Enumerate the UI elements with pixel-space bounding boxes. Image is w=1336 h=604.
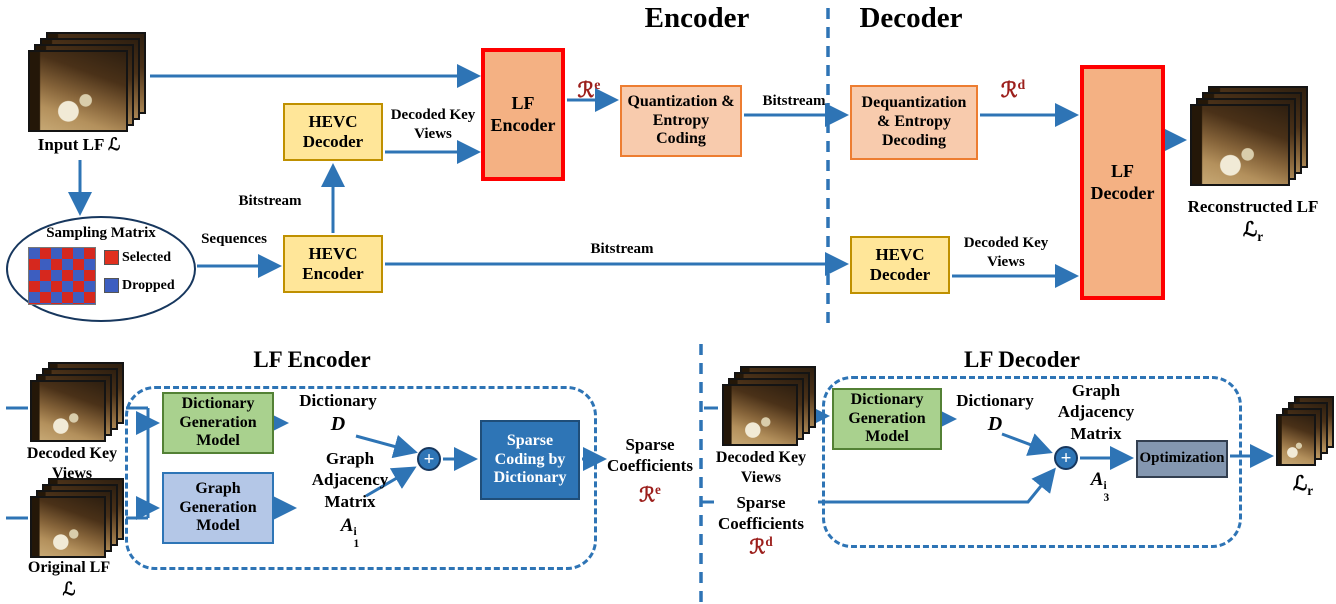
reconstructed-lf-label: Reconstructed LF (1187, 197, 1319, 216)
input-lf-label: Input LF ℒ (37, 135, 121, 154)
input-lf-image (28, 32, 146, 132)
original-lf-image (30, 478, 124, 558)
original-lf-symbol: ℒ (62, 579, 76, 599)
sparse-coefficients-label-right: Sparse Coefficients (718, 493, 804, 534)
re-label: ℛe (577, 77, 601, 102)
decoded-key-views-caption-right: Decoded Key Views (715, 449, 807, 486)
original-lf-caption: Original LF (27, 559, 111, 576)
dropped-label: Dropped (122, 278, 175, 293)
hevc-encoder-box: HEVC Encoder (283, 235, 383, 293)
photo-layer (30, 496, 106, 558)
photo-layer (1190, 104, 1290, 186)
bitstream-long-label: Bitstream (590, 241, 654, 257)
decoded-key-views-image (30, 362, 124, 442)
plus-node-decoder: + (1054, 446, 1078, 470)
sequences-label: Sequences (201, 231, 267, 247)
decoded-key-views-label: Decoded Key Views (390, 107, 476, 142)
lf-decoder-title: LF Decoder (963, 347, 1081, 372)
lr-bottom-label: ℒr (1292, 473, 1314, 498)
hevc-decoder-box: HEVC Decoder (283, 103, 383, 161)
dictionary-symbol: D (330, 413, 346, 435)
lf-encoder-title: LF Encoder (253, 347, 371, 372)
selected-swatch (104, 250, 119, 265)
selected-label: Selected (122, 250, 171, 265)
hevc-decoder2-box: HEVC Decoder (850, 236, 950, 294)
reconstructed-lf-image (1190, 86, 1308, 186)
sparse-coding-box: Sparse Coding by Dictionary (480, 420, 580, 500)
dequantization-box: Dequantization & Entropy Decoding (850, 85, 978, 160)
decoded-key-views-image-right (722, 366, 816, 446)
photo-layer (30, 380, 106, 442)
rd-bottom-label: ℛd (749, 534, 773, 559)
graph-generation-model-box: Graph Generation Model (162, 472, 274, 544)
optimization-box: Optimization (1136, 440, 1228, 478)
sampling-matrix-title: Sampling Matrix (46, 225, 156, 241)
re-bottom-label: ℛe (639, 482, 661, 507)
sparse-coefficients-label: Sparse Coefficients (607, 435, 693, 476)
lr-label: ℒr (1242, 219, 1264, 244)
adjacency-matrix-label: Graph Adjacency Matrix (311, 449, 389, 511)
dictionary-label-right: Dictionary (956, 391, 1034, 410)
plus-node-encoder: + (417, 447, 441, 471)
encoder-section-title: Encoder (644, 2, 750, 34)
lf-encoder-box: LF Encoder (481, 48, 565, 181)
decoder-section-title: Decoder (859, 2, 963, 34)
dictionary-generation-model-box-right: Dictionary Generation Model (832, 388, 942, 450)
photo-layer (1276, 414, 1316, 466)
photo-layer (722, 384, 798, 446)
lf-decoder-detail-box (822, 376, 1242, 548)
sampling-checkerboard (28, 247, 96, 305)
dictionary-label: Dictionary (299, 391, 377, 410)
decoded-key-views2-label: Decoded Key Views (963, 235, 1049, 270)
lf-encoder-detail-box (125, 386, 597, 570)
quantization-box: Quantization & Entropy Coding (620, 85, 742, 157)
dropped-swatch (104, 278, 119, 293)
decoded-key-views-caption: Decoded Key Views (26, 445, 118, 482)
adjacency-matrix-label-right: Graph Adjacency Matrix (1057, 381, 1135, 443)
rd-label: ℛd (1000, 77, 1026, 102)
dictionary-symbol-right: D (987, 413, 1003, 435)
output-lf-image (1276, 396, 1334, 466)
lf-decoder-box: LF Decoder (1080, 65, 1165, 300)
bitstream-mid-label: Bitstream (762, 93, 826, 109)
photo-layer (28, 50, 128, 132)
bitstream-up-label: Bitstream (238, 193, 302, 209)
dictionary-generation-model-box: Dictionary Generation Model (162, 392, 274, 454)
